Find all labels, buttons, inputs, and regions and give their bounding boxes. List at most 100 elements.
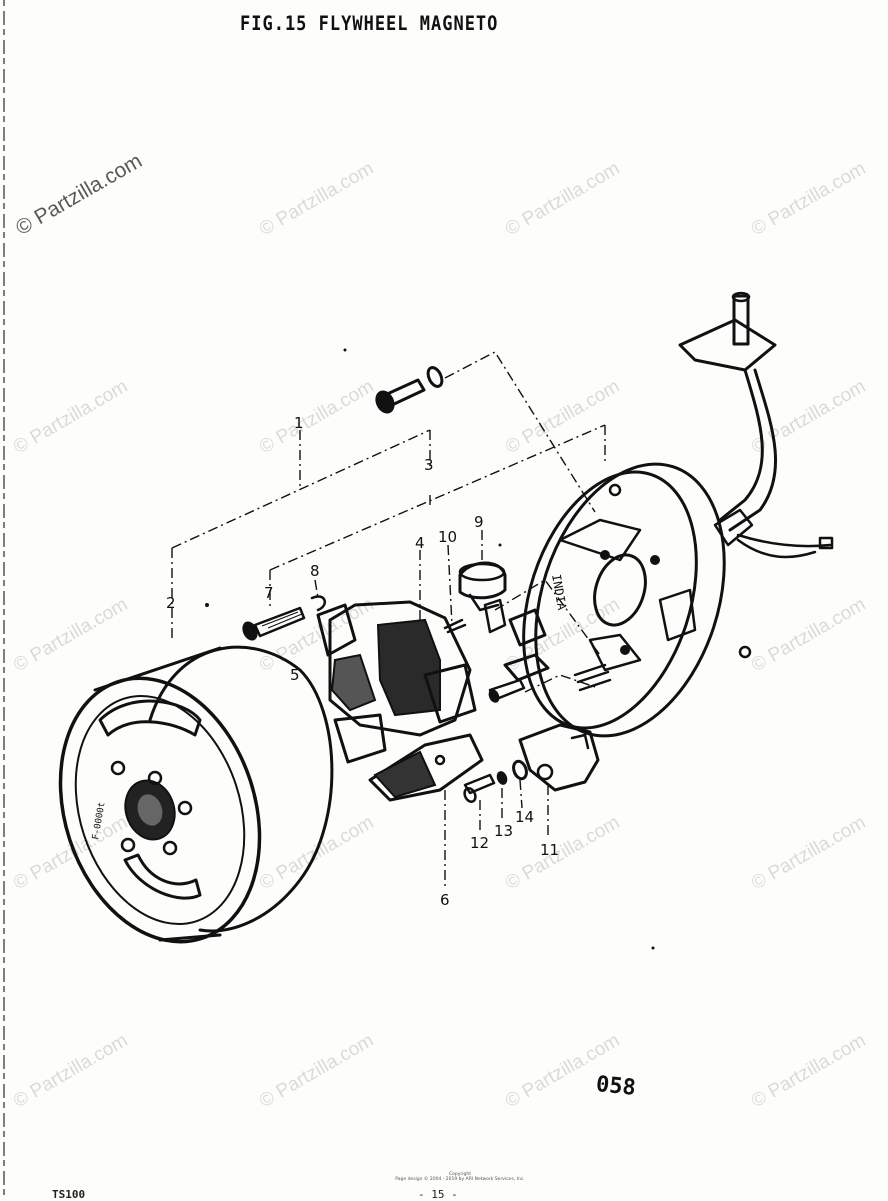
bracket-screw-head <box>488 689 500 703</box>
coil-winding <box>330 653 377 712</box>
figure-title: FIG.15 FLYWHEEL MAGNETO <box>240 12 499 36</box>
copyright-line: Page design © 2004 - 2019 by ARI Network… <box>395 1177 525 1182</box>
condenser-and-points <box>443 561 547 647</box>
callout-8: 8 <box>310 562 320 580</box>
terminal-block-11 <box>518 723 600 792</box>
stator-rivet <box>738 645 752 659</box>
callout-labels: 1 2 3 4 5 6 7 8 9 10 11 12 13 14 <box>166 414 559 909</box>
stator-mount-screw <box>375 366 444 414</box>
rotor-rivet <box>147 770 163 786</box>
bracket-3 <box>269 424 606 571</box>
terminal-pins <box>573 663 612 692</box>
harness-lead-wire <box>736 538 817 559</box>
coil-screw-shank <box>253 606 306 638</box>
leader-8 <box>314 579 319 599</box>
contact-breaker <box>483 598 507 634</box>
model-code: TS100 <box>52 1188 86 1201</box>
rotor-window-top <box>98 699 202 737</box>
stator-rivet <box>608 483 622 497</box>
callout-1: 1 <box>294 414 304 432</box>
felt-block <box>508 608 547 647</box>
bracket-1-2 <box>171 429 431 549</box>
callout-6: 6 <box>440 891 450 909</box>
coil-pole-shoe <box>423 663 477 724</box>
harness-wire-inner <box>718 368 764 522</box>
washer-13 <box>496 771 508 785</box>
page-code: 058 <box>594 1071 637 1102</box>
leader-screw-stator <box>444 351 596 513</box>
harness-tube-end <box>731 291 751 303</box>
coil-lock-washer <box>310 595 327 612</box>
leader-screw-bracket <box>524 674 599 693</box>
stator-plate-boss <box>558 518 642 562</box>
stator-plate-hole <box>650 555 660 565</box>
bracket-parts <box>463 653 612 803</box>
leader-14 <box>519 779 523 809</box>
stator-base-plate: INDIA <box>522 462 752 738</box>
scan-speck <box>205 603 209 607</box>
harness-wire-outer <box>728 368 778 532</box>
coil-winding <box>376 618 441 717</box>
stator-plate-hole <box>620 645 630 655</box>
coil-assembly <box>316 600 484 802</box>
coil-screw-head <box>242 621 258 641</box>
stator-plate-boss <box>588 633 642 672</box>
leader-10 <box>447 544 453 626</box>
copyright-notice: Copyright Page design © 2004 - 2019 by A… <box>380 1172 540 1182</box>
rotor-inner-ring <box>74 695 246 925</box>
harness-clamp <box>713 508 754 547</box>
rotor-rivet <box>162 840 178 856</box>
scan-speck <box>651 946 655 950</box>
callout-11: 11 <box>540 841 559 859</box>
flywheel-rotor: F-0000t <box>58 645 334 944</box>
page-number: - 15 - <box>418 1188 458 1201</box>
stator-plate-outline <box>534 462 726 738</box>
callout-13: 13 <box>494 822 513 840</box>
stator-plate-front <box>522 470 698 730</box>
terminal-block-tab <box>570 733 590 750</box>
wire-harness <box>678 291 834 559</box>
stator-plate-center-hole <box>593 553 647 627</box>
rotor-stamp: F-0000t <box>91 801 107 840</box>
coil-core <box>328 600 472 737</box>
lower-coil-hole <box>434 754 446 766</box>
coil-pole-shoe <box>316 603 357 657</box>
terminal-block-nut <box>536 763 554 781</box>
callout-14: 14 <box>515 808 534 826</box>
scan-speck <box>343 348 347 352</box>
callout-10: 10 <box>438 528 457 546</box>
harness-tube <box>732 294 750 346</box>
harness-connector <box>818 536 834 550</box>
coil-screw-thread <box>261 611 303 629</box>
callout-9: 9 <box>474 513 484 531</box>
screw-12-head <box>463 787 477 803</box>
stator-stamp: INDIA <box>549 573 569 612</box>
screw-head <box>375 390 395 414</box>
callout-2: 2 <box>166 594 176 612</box>
stator-plate-boss <box>658 588 697 642</box>
callout-7: 7 <box>264 584 274 602</box>
screw-12 <box>463 773 496 795</box>
rotor-hub-bore <box>137 794 163 826</box>
small-screw <box>443 618 467 634</box>
harness-lead-wire <box>736 533 832 548</box>
leader-lines <box>171 351 606 890</box>
condenser-lead <box>468 593 500 612</box>
callout-12: 12 <box>470 834 489 852</box>
rotor-rivet <box>177 800 193 816</box>
coil-pole-shoe <box>333 713 387 764</box>
harness-grommet <box>678 318 777 372</box>
stator-plate-hole <box>600 550 610 560</box>
coil-screw <box>242 595 327 641</box>
lower-coil <box>368 733 484 802</box>
rotor-rivet <box>120 837 136 853</box>
rotor-rivet <box>110 760 126 776</box>
leader-contact <box>494 579 601 656</box>
lock-washer <box>426 366 444 388</box>
callout-5: 5 <box>290 666 300 684</box>
rotor-front-face <box>58 676 262 944</box>
callout-4: 4 <box>415 534 425 552</box>
washer-14 <box>512 759 528 781</box>
callout-3: 3 <box>424 456 434 474</box>
